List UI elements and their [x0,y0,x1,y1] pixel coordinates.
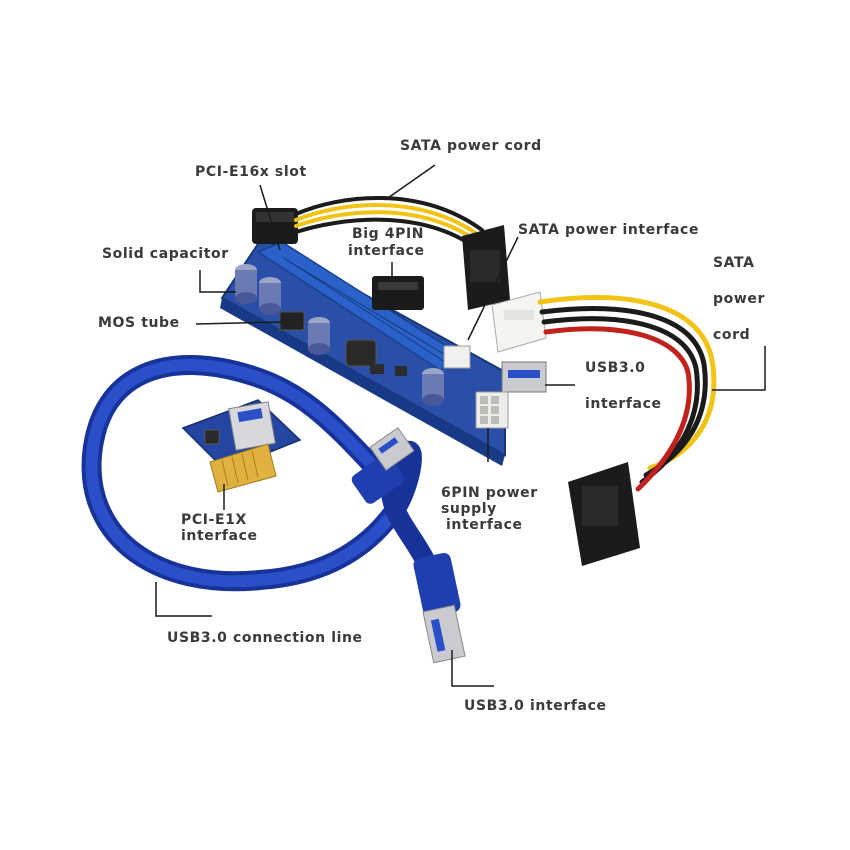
big-4pin-connector [372,276,424,310]
label-big4pin-line2: interface [348,243,425,259]
label-sata-right-line1: SATA [713,255,755,271]
mos-tube [279,311,305,331]
sata-connector-upper [462,225,510,310]
label-sixpin-line2: supply [441,501,497,517]
label-pcie16x-slot: PCI-E16x slot [195,164,307,180]
label-sata-right-line3: cord [713,327,751,343]
usb-plug-upper [351,427,415,504]
solid-capacitor [235,264,444,406]
label-usb30-bottom: USB3.0 interface [464,698,607,714]
label-pcie1x-line1: PCI-E1X [181,512,247,528]
six-pin-cable-connector [252,208,298,244]
usb-plug-lower [413,553,466,664]
label-usb-connection-line: USB3.0 connection line [167,630,363,646]
label-big4pin-line1: Big 4PIN [352,226,425,242]
pcie-1x-card [181,399,302,493]
label-sata-power-interface: SATA power interface [518,222,700,238]
label-sixpin-line3: interface [446,517,523,533]
molex-connector [491,291,547,353]
label-solid-capacitor: Solid capacitor [102,246,229,262]
sata-power-cord-right [537,295,717,492]
label-sata-right-line2: power [713,291,765,307]
riser-pcb [220,236,547,466]
sata-connector-lower [568,462,640,566]
label-sixpin-line1: 6PIN power [441,485,538,501]
callout-lines [155,164,766,687]
sata-power-cord-upper [294,195,484,250]
label-sata-power-cord-top: SATA power cord [400,138,542,154]
label-pcie1x-line2: interface [181,528,258,544]
label-mos-tube: MOS tube [98,315,180,331]
label-usb30-right-line1: USB3.0 [585,360,646,376]
label-usb30-right-line2: interface [585,396,662,412]
